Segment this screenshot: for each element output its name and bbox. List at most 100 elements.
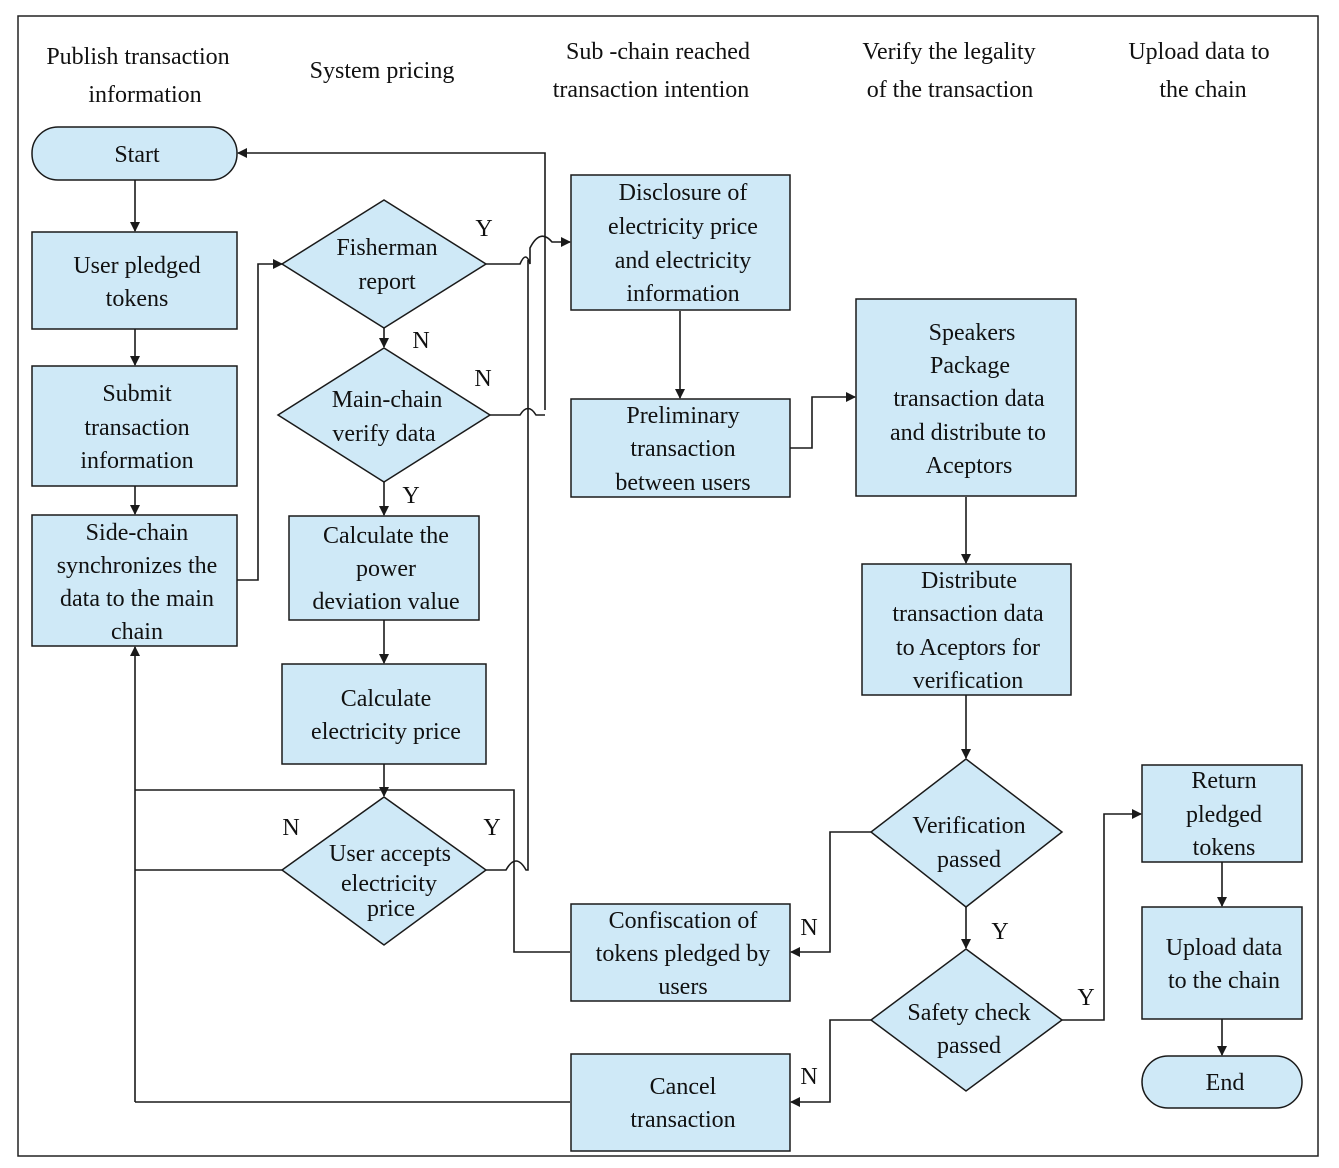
lane-header-subchain: Sub -chain reached transaction intention: [553, 39, 750, 103]
lane-header-verify: Verify the legality of the transaction: [862, 39, 1035, 103]
svg-text:to the chain: to the chain: [1168, 968, 1280, 994]
edge-loop-to-start: [237, 148, 546, 410]
svg-text:Disclosure of: Disclosure of: [619, 180, 748, 206]
edge-preliminary-speakers: [790, 392, 856, 449]
edge-sidechain-fisherman: [237, 259, 283, 581]
node-calculate-deviation: Calculate the power deviation value: [288, 515, 480, 621]
label-accept-yes: Y: [483, 815, 500, 841]
svg-text:Cancel: Cancel: [650, 1074, 717, 1100]
node-return-tokens: Return pledged tokens: [1141, 764, 1303, 863]
node-verification-passed: Verification passed: [869, 758, 1064, 908]
svg-text:Safety check: Safety check: [907, 1000, 1030, 1026]
svg-text:System pricing: System pricing: [310, 58, 455, 84]
svg-text:transaction: transaction: [630, 1107, 735, 1133]
label-fisherman-yes: Y: [475, 216, 492, 242]
svg-text:Upload data to: Upload data to: [1128, 39, 1269, 65]
svg-text:Verify the legality: Verify the legality: [862, 39, 1035, 65]
label-verif-no: N: [800, 915, 817, 941]
svg-text:users: users: [658, 974, 707, 1000]
svg-text:electricity: electricity: [341, 871, 437, 897]
svg-text:tokens: tokens: [106, 286, 169, 312]
svg-text:Start: Start: [114, 142, 160, 168]
node-mainchain-verify: Main-chain verify data: [276, 347, 492, 483]
node-user-accepts-price: User accepts electricity price: [280, 796, 488, 946]
svg-text:transaction data: transaction data: [892, 601, 1044, 627]
svg-text:between users: between users: [615, 470, 750, 496]
edges: [130, 148, 1227, 1107]
edge-confiscation-loop: [135, 789, 570, 953]
node-sidechain-sync: Side-chain synchronizes the data to the …: [31, 514, 238, 647]
edge-accept-yes: [486, 260, 529, 871]
node-cancel-transaction: Cancel transaction: [570, 1053, 791, 1152]
svg-text:information: information: [88, 82, 201, 108]
svg-text:power: power: [356, 556, 416, 582]
node-user-pledged-tokens: User pledged tokens: [31, 231, 238, 330]
svg-text:Sub -chain reached: Sub -chain reached: [566, 39, 750, 65]
label-mainchain-yes: Y: [402, 483, 419, 509]
svg-text:Return: Return: [1191, 768, 1256, 794]
label-accept-no: N: [282, 815, 299, 841]
svg-text:tokens pledged by: tokens pledged by: [596, 941, 771, 967]
label-mainchain-no: N: [474, 366, 491, 392]
node-end: End: [1141, 1055, 1303, 1109]
node-submit-transaction: Submit transaction information: [31, 365, 238, 487]
lane-header-publish: Publish transaction information: [46, 44, 229, 108]
node-disclosure: Disclosure of electricity price and elec…: [570, 174, 791, 311]
svg-text:tokens: tokens: [1193, 835, 1256, 861]
node-distribute-data: Distribute transaction data to Aceptors …: [861, 563, 1072, 696]
edge-safety-return-yes: [1062, 809, 1142, 1021]
node-confiscation: Confiscation of tokens pledged by users: [570, 903, 791, 1002]
svg-text:pledged: pledged: [1186, 802, 1262, 828]
svg-text:electricity price: electricity price: [311, 719, 461, 745]
svg-text:transaction intention: transaction intention: [553, 77, 750, 103]
edge-fisherman-disclosure-yes: [486, 235, 571, 265]
svg-text:Distribute: Distribute: [921, 568, 1017, 594]
svg-text:passed: passed: [937, 847, 1001, 873]
label-safety-no: N: [800, 1064, 817, 1090]
svg-text:and electricity: and electricity: [615, 248, 752, 274]
node-safety-check: Safety check passed: [869, 948, 1064, 1092]
node-preliminary-transaction: Preliminary transaction between users: [570, 398, 791, 498]
label-safety-yes: Y: [1077, 985, 1094, 1011]
svg-text:Submit: Submit: [102, 381, 172, 407]
svg-text:price: price: [367, 896, 415, 922]
svg-text:data to the main: data to the main: [60, 586, 214, 612]
svg-text:of the transaction: of the transaction: [867, 77, 1034, 103]
svg-text:electricity price: electricity price: [608, 214, 758, 240]
label-verif-yes: Y: [991, 919, 1008, 945]
svg-text:verification: verification: [913, 668, 1024, 694]
svg-text:Aceptors: Aceptors: [926, 453, 1013, 479]
svg-text:deviation value: deviation value: [312, 589, 459, 615]
svg-text:Verification: Verification: [912, 813, 1025, 839]
svg-text:Speakers: Speakers: [929, 320, 1016, 346]
svg-text:transaction: transaction: [630, 436, 735, 462]
svg-text:information: information: [80, 448, 193, 474]
edge-safety-cancel-no: [790, 1019, 871, 1107]
svg-text:Confiscation of: Confiscation of: [609, 908, 758, 934]
svg-text:passed: passed: [937, 1033, 1001, 1059]
svg-text:the chain: the chain: [1159, 77, 1246, 103]
label-fisherman-no: N: [412, 328, 429, 354]
svg-text:User pledged: User pledged: [73, 253, 200, 279]
svg-text:Side-chain: Side-chain: [86, 520, 189, 546]
svg-text:verify data: verify data: [332, 421, 436, 447]
svg-text:Preliminary: Preliminary: [626, 403, 739, 429]
svg-text:and distribute to: and distribute to: [890, 420, 1046, 446]
svg-text:transaction data: transaction data: [893, 386, 1045, 412]
lane-header-pricing: System pricing: [310, 58, 455, 84]
svg-text:Package: Package: [930, 353, 1010, 379]
node-speakers-package: Speakers Package transaction data and di…: [855, 298, 1077, 497]
lane-header-upload: Upload data to the chain: [1128, 39, 1269, 103]
svg-text:User accepts: User accepts: [329, 841, 451, 867]
svg-text:Calculate the: Calculate the: [323, 523, 449, 549]
svg-text:report: report: [358, 269, 416, 295]
node-upload-data: Upload data to the chain: [1141, 906, 1303, 1020]
svg-text:Main-chain: Main-chain: [332, 387, 443, 413]
svg-text:to Aceptors for: to Aceptors for: [896, 635, 1040, 661]
svg-text:chain: chain: [111, 619, 163, 645]
svg-text:Publish transaction: Publish transaction: [46, 44, 229, 70]
node-calculate-price: Calculate electricity price: [281, 663, 487, 765]
svg-text:information: information: [626, 281, 739, 307]
node-start: Start: [31, 126, 238, 181]
